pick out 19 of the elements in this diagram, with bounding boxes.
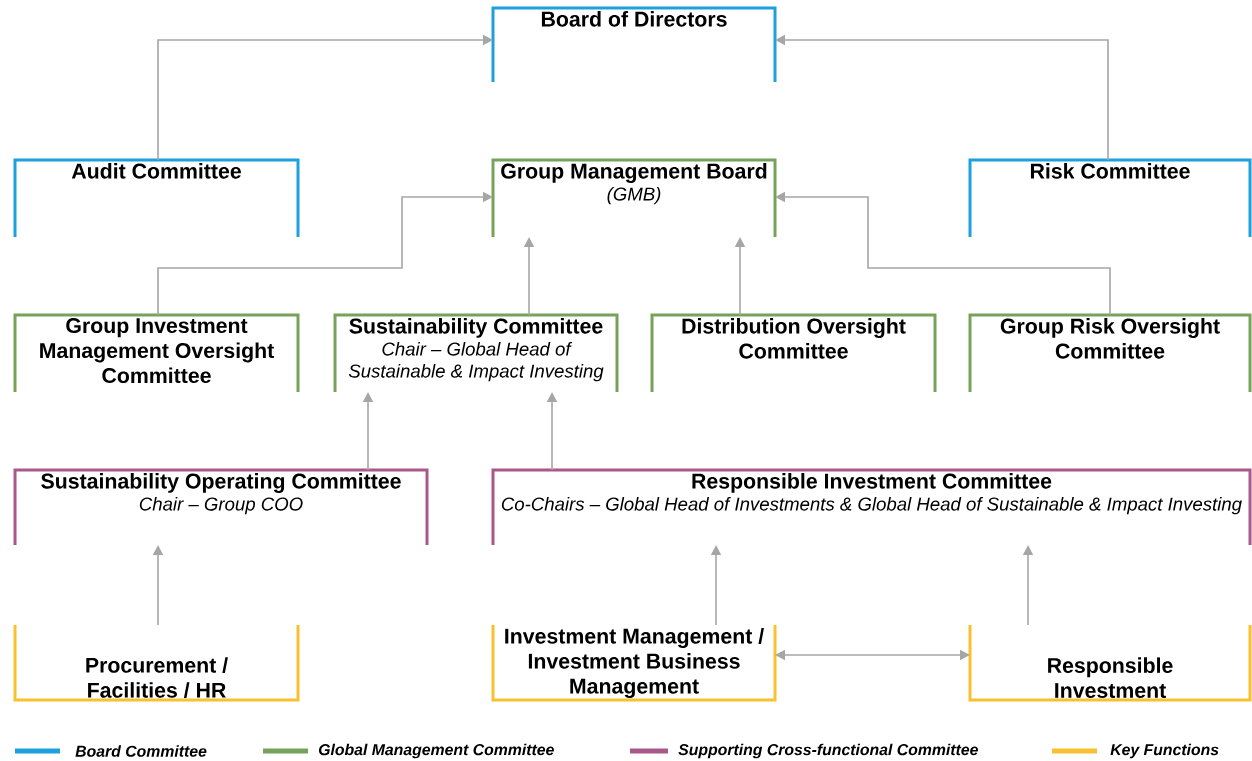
legend-label: Global Management Committee [318,743,554,759]
committee-box: Board of Directors [491,6,777,82]
connector-arrow [157,191,493,316]
committee-box: Responsible Investment Committee Co-Chairs – Global Head of Investments & Global Head of Sustainable & Impact Investing [491,468,1252,545]
committee-box: Group Investment Management Oversight Committee [13,313,300,392]
legend-label: Board Committee [75,745,207,757]
function-box: Procurement / Facilities / HR [13,625,300,702]
committee-box: Distribution Oversight Committee [650,313,937,392]
committee-box: Risk Committee [968,158,1252,237]
committee-box: Group Risk Oversight Committee [968,313,1252,392]
committee-box: Audit Committee [13,158,300,237]
function-box: Investment Management / Investment Business Management [491,625,777,702]
committee-box: Group Management Board (GMB) [491,158,777,237]
legend-label: Supporting Cross-functional Committee [678,743,978,759]
function-box: Responsible Investment [968,625,1252,702]
connector-arrow [157,34,493,161]
legend-label: Key Functions [1110,743,1219,759]
committee-box: Sustainability Operating Committee Chair – Group COO [13,468,429,545]
committee-box: Sustainability Committee Chair – Global Head of Sustainable & Impact Investing [333,313,619,392]
